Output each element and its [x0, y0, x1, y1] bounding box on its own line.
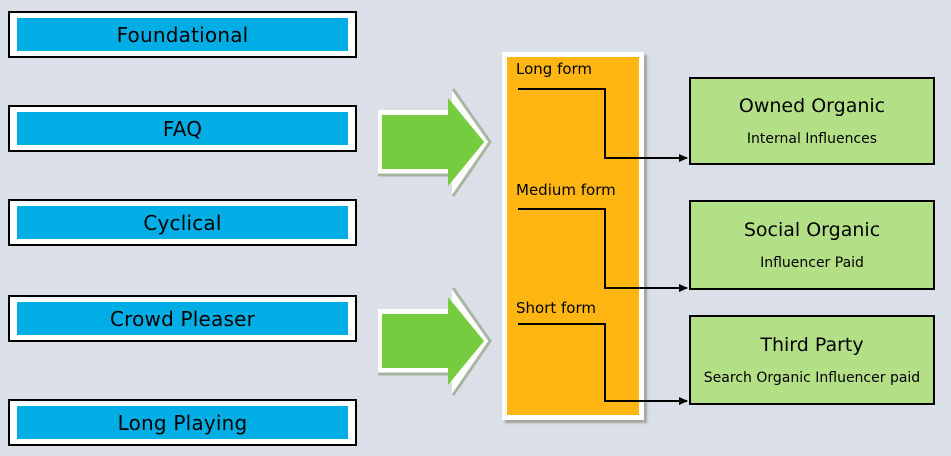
content-type-box-foundational[interactable]: Foundational	[8, 11, 357, 58]
content-type-label: Foundational	[17, 18, 348, 51]
right-arrow-icon-lower	[374, 285, 492, 397]
content-type-box-long-playing[interactable]: Long Playing	[8, 399, 357, 446]
channel-box-owned-organic[interactable]: Owned Organic Internal Influences	[689, 77, 935, 165]
content-type-label: Crowd Pleaser	[17, 302, 348, 335]
form-label-medium: Medium form	[516, 181, 616, 199]
content-type-box-cyclical[interactable]: Cyclical	[8, 199, 357, 246]
content-type-box-crowd-pleaser[interactable]: Crowd Pleaser	[8, 295, 357, 342]
right-arrow-icon-upper	[374, 86, 492, 198]
content-type-label: Long Playing	[17, 406, 348, 439]
channel-subtitle: Internal Influences	[746, 130, 878, 147]
channel-box-third-party[interactable]: Third Party Search Organic Influencer pa…	[689, 315, 935, 405]
form-label-long: Long form	[516, 60, 593, 78]
right-arrow-upper-glyph	[378, 88, 492, 197]
channel-title: Owned Organic	[738, 94, 886, 117]
channel-subtitle: Influencer Paid	[760, 254, 864, 271]
channel-box-social-organic[interactable]: Social Organic Influencer Paid	[689, 200, 935, 290]
form-length-column-fill	[507, 57, 639, 415]
channel-title: Third Party	[760, 333, 864, 356]
content-type-box-faq[interactable]: FAQ	[8, 105, 357, 152]
content-type-label: Cyclical	[17, 206, 348, 239]
form-length-column[interactable]: Long form Medium form Short form	[502, 52, 644, 420]
form-label-short: Short form	[516, 299, 596, 317]
channel-title: Social Organic	[743, 218, 881, 241]
right-arrow-lower-glyph	[378, 287, 492, 396]
channel-subtitle: Search Organic Influencer paid	[703, 369, 921, 386]
content-type-label: FAQ	[17, 112, 348, 145]
